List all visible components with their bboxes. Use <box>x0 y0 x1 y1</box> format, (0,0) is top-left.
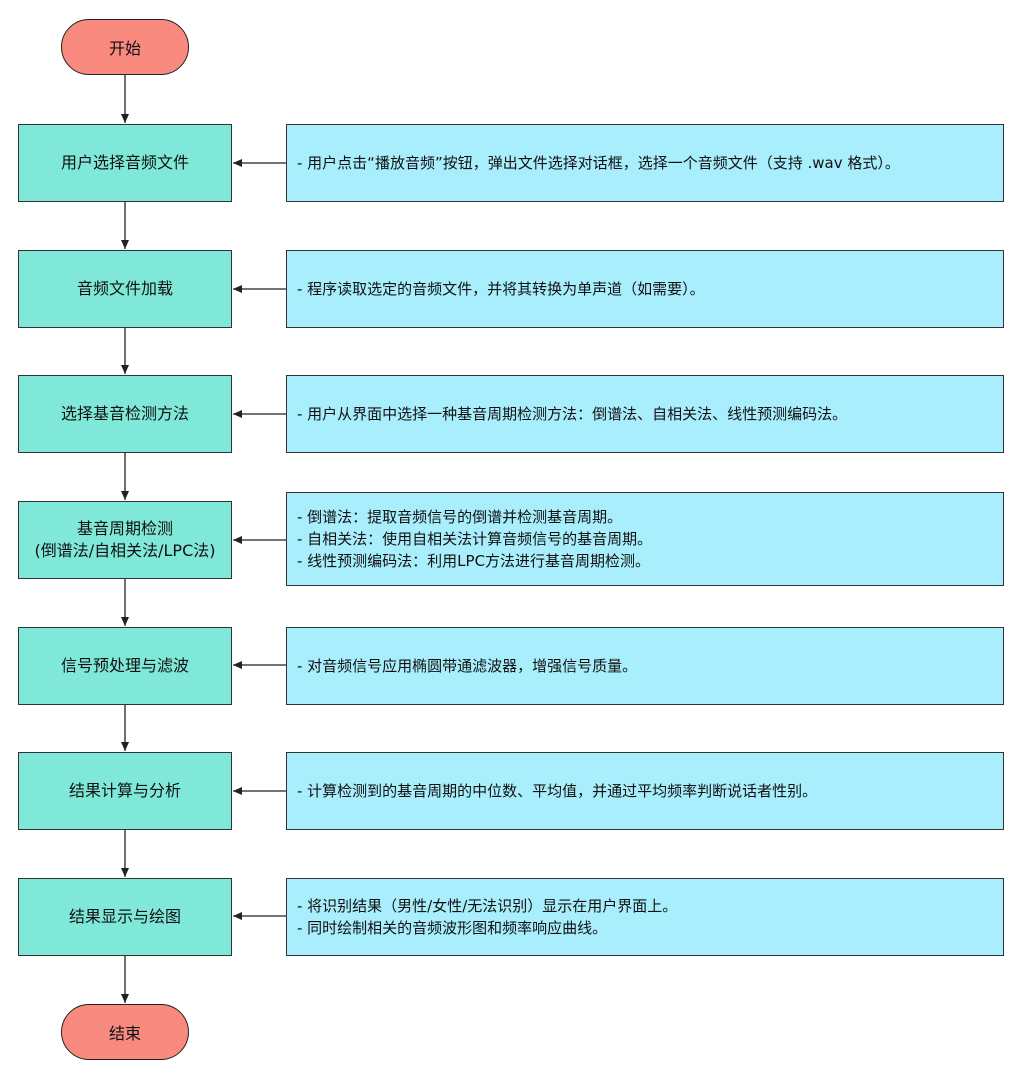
note-line: - 将识别结果（男性/女性/无法识别）显示在用户界面上。 <box>297 897 678 915</box>
step-title-line: 结果显示与绘图 <box>68 907 181 926</box>
step-title-line: 基音周期检测 <box>76 519 173 538</box>
step-select-file: 用户选择音频文件 <box>18 124 232 202</box>
end-label: 结束 <box>108 1024 141 1043</box>
note-line: - 程序读取选定的音频文件，并将其转换为单声道（如需要）。 <box>297 280 705 298</box>
step-pitch-detection: 基音周期检测 (倒谱法/自相关法/LPC法) <box>18 501 232 579</box>
note-line: - 计算检测到的基音周期的中位数、平均值，并通过平均频率判断说话者性别。 <box>297 782 818 800</box>
step-title-line: 选择基音检测方法 <box>60 404 189 423</box>
note-load-audio: - 程序读取选定的音频文件，并将其转换为单声道（如需要）。 <box>286 250 1004 328</box>
end-node: 结束 <box>61 1004 189 1060</box>
step-display-plot: 结果显示与绘图 <box>18 878 232 956</box>
step-choose-method: 选择基音检测方法 <box>18 375 232 453</box>
note-line: - 自相关法：使用自相关法计算音频信号的基音周期。 <box>297 530 653 548</box>
note-line: - 倒谱法：提取音频信号的倒谱并检测基音周期。 <box>297 508 623 526</box>
step-title-line: 音频文件加载 <box>76 279 173 298</box>
start-label: 开始 <box>108 39 141 58</box>
step-title-line: (倒谱法/自相关法/LPC法) <box>34 541 216 560</box>
note-compute-analyze: - 计算检测到的基音周期的中位数、平均值，并通过平均频率判断说话者性别。 <box>286 752 1004 830</box>
note-display-plot: - 将识别结果（男性/女性/无法识别）显示在用户界面上。 - 同时绘制相关的音频… <box>286 878 1004 956</box>
note-line: - 用户从界面中选择一种基音周期检测方法：倒谱法、自相关法、线性预测编码法。 <box>297 405 848 423</box>
note-line: - 线性预测编码法：利用LPC方法进行基音周期检测。 <box>297 552 651 570</box>
step-title-line: 信号预处理与滤波 <box>60 656 189 675</box>
note-line: - 对音频信号应用椭圆带通滤波器，增强信号质量。 <box>297 657 638 675</box>
note-line: - 同时绘制相关的音频波形图和频率响应曲线。 <box>297 919 608 937</box>
step-compute-analyze: 结果计算与分析 <box>18 752 232 830</box>
step-title-line: 用户选择音频文件 <box>60 153 189 172</box>
note-pitch-detection: - 倒谱法：提取音频信号的倒谱并检测基音周期。 - 自相关法：使用自相关法计算音… <box>286 492 1004 586</box>
note-choose-method: - 用户从界面中选择一种基音周期检测方法：倒谱法、自相关法、线性预测编码法。 <box>286 375 1004 453</box>
note-line: - 用户点击“播放音频”按钮，弹出文件选择对话框，选择一个音频文件（支持 .wa… <box>297 154 900 172</box>
note-select-file: - 用户点击“播放音频”按钮，弹出文件选择对话框，选择一个音频文件（支持 .wa… <box>286 124 1004 202</box>
step-title-line: 结果计算与分析 <box>68 781 181 800</box>
step-preprocess-filter: 信号预处理与滤波 <box>18 627 232 705</box>
start-node: 开始 <box>61 19 189 75</box>
step-load-audio: 音频文件加载 <box>18 250 232 328</box>
note-preprocess-filter: - 对音频信号应用椭圆带通滤波器，增强信号质量。 <box>286 627 1004 705</box>
